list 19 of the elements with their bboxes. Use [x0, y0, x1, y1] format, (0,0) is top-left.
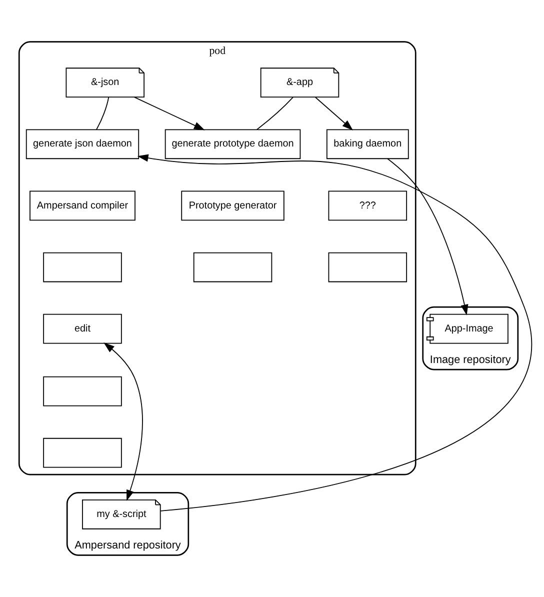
connector — [256, 96, 294, 130]
connector — [96, 96, 110, 130]
arrow — [387, 158, 468, 316]
node-box: baking daemon — [326, 129, 409, 160]
node-box: ??? — [328, 190, 408, 221]
node-box — [43, 438, 122, 468]
node-box: Ampersand compiler — [30, 190, 136, 221]
arrow — [137, 154, 532, 512]
node-box — [193, 252, 272, 282]
node-box — [43, 376, 122, 406]
node-box — [43, 252, 122, 282]
arrow — [104, 342, 143, 501]
node-box: generate json daemon — [26, 129, 140, 160]
node-box: generate prototype daemon — [164, 129, 301, 160]
arrow — [134, 96, 205, 130]
node-box — [328, 252, 408, 282]
arrow — [315, 96, 354, 130]
node-box: Prototype generator — [181, 190, 284, 221]
node-box: edit — [43, 314, 122, 344]
